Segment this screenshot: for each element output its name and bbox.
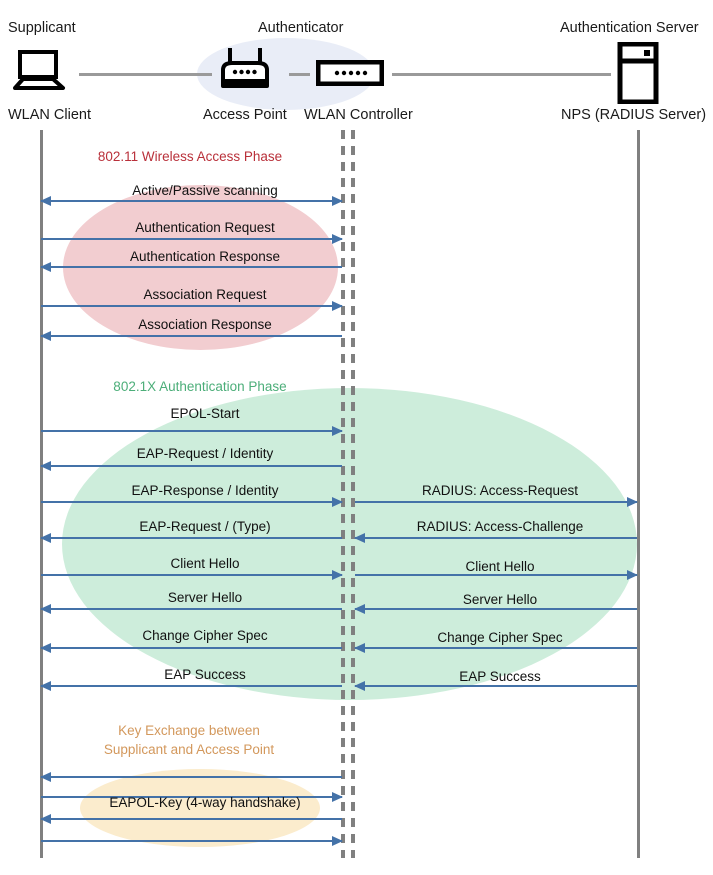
message-arrow-change-cipher-spec-supplicant xyxy=(40,643,342,653)
message-arrow-change-cipher-spec-radius xyxy=(354,643,637,653)
actor-device-access-point: Access Point xyxy=(203,107,287,123)
message-arrow-epol-start xyxy=(41,426,343,436)
actor-role-authentication-server: Authentication Server xyxy=(560,20,699,36)
message-arrow-eapol-key-1 xyxy=(40,772,342,782)
message-arrow-authentication-response xyxy=(40,262,342,272)
message-arrow-server-hello-supplicant xyxy=(40,604,342,614)
lifeline-supplicant xyxy=(40,130,43,858)
message-arrow-eapol-key-2 xyxy=(41,792,343,802)
message-label-association-response: Association Response xyxy=(138,317,272,332)
message-arrow-client-hello-supplicant xyxy=(41,570,343,580)
message-arrow-eapol-key-3 xyxy=(40,814,342,824)
phase-key-exchange-blob xyxy=(80,769,320,847)
message-label-server-hello-radius: Server Hello xyxy=(462,592,538,607)
message-arrow-association-request xyxy=(41,301,343,311)
message-label-eap-response-identity: EAP-Response / Identity xyxy=(131,483,279,498)
connector-controller-to-server xyxy=(392,73,611,76)
message-arrow-authentication-request xyxy=(41,234,343,244)
phase-caption-key-exchange-line2: Supplicant and Access Point xyxy=(103,742,275,757)
message-label-eapol-key-handshake: EAPOL-Key (4-way handshake) xyxy=(109,795,301,810)
actor-device-wlan-controller: WLAN Controller xyxy=(304,107,413,123)
phase-caption-key-exchange-line1: Key Exchange between xyxy=(118,723,260,738)
wireless-access-point-icon xyxy=(218,46,272,92)
message-label-eap-success-radius: EAP Success xyxy=(459,669,541,684)
message-label-authentication-response: Authentication Response xyxy=(129,249,281,264)
message-arrow-eap-request-identity xyxy=(40,461,342,471)
message-label-change-cipher-spec-supplicant: Change Cipher Spec xyxy=(142,628,268,643)
actor-device-wlan-client: WLAN Client xyxy=(8,107,91,123)
message-label-radius-access-challenge: RADIUS: Access-Challenge xyxy=(416,519,584,534)
laptop-icon xyxy=(12,50,68,92)
message-arrow-client-hello-radius xyxy=(355,570,638,580)
message-arrow-eap-success-radius xyxy=(354,681,637,691)
actor-role-authenticator: Authenticator xyxy=(258,20,344,36)
message-label-eap-request-identity: EAP-Request / Identity xyxy=(136,446,274,461)
message-arrow-radius-access-challenge xyxy=(354,533,637,543)
lifeline-wlan-controller xyxy=(351,130,355,858)
message-arrow-eap-success-supplicant xyxy=(40,681,342,691)
message-label-radius-access-request: RADIUS: Access-Request xyxy=(421,483,579,498)
message-arrow-server-hello-radius xyxy=(354,604,637,614)
message-label-server-hello-supplicant: Server Hello xyxy=(167,590,243,605)
phase-caption-key-exchange: Key Exchange between Supplicant and Acce… xyxy=(104,721,274,759)
phase-802-1x-blob xyxy=(62,388,637,700)
phase-caption-802-1x: 802.1X Authentication Phase xyxy=(113,377,286,396)
message-arrow-radius-access-request xyxy=(355,497,638,507)
lifeline-authentication-server xyxy=(637,130,640,858)
message-arrow-eap-request-type xyxy=(40,533,342,543)
message-label-client-hello-supplicant: Client Hello xyxy=(170,556,240,571)
phase-caption-802-11-line1: 802.11 Wireless Access Phase xyxy=(97,149,283,164)
message-label-active-passive-scanning: Active/Passive scanning xyxy=(132,183,278,198)
lifeline-access-point xyxy=(341,130,345,858)
message-arrow-active-passive-scanning xyxy=(40,196,343,206)
message-arrow-eapol-key-4 xyxy=(41,836,343,846)
network-controller-icon xyxy=(315,59,385,87)
message-arrow-association-response xyxy=(40,331,342,341)
connector-client-to-ap xyxy=(79,73,212,76)
message-label-association-request: Association Request xyxy=(143,287,267,302)
message-label-eap-success-supplicant: EAP Success xyxy=(164,667,246,682)
phase-caption-802-1x-line1: 802.1X Authentication Phase xyxy=(113,379,287,394)
message-arrow-eap-response-identity xyxy=(41,497,343,507)
actor-role-supplicant: Supplicant xyxy=(8,20,76,36)
message-label-change-cipher-spec-radius: Change Cipher Spec xyxy=(437,630,563,645)
actor-device-nps-radius-server: NPS (RADIUS Server) xyxy=(561,107,707,123)
message-label-eap-request-type: EAP-Request / (Type) xyxy=(139,519,271,534)
message-label-authentication-request: Authentication Request xyxy=(135,220,275,235)
message-label-client-hello-radius: Client Hello xyxy=(465,559,535,574)
message-label-epol-start: EPOL-Start xyxy=(170,406,240,421)
connector-ap-to-controller xyxy=(289,73,310,76)
phase-caption-802-11: 802.11 Wireless Access Phase xyxy=(98,147,282,166)
server-icon xyxy=(617,41,659,105)
